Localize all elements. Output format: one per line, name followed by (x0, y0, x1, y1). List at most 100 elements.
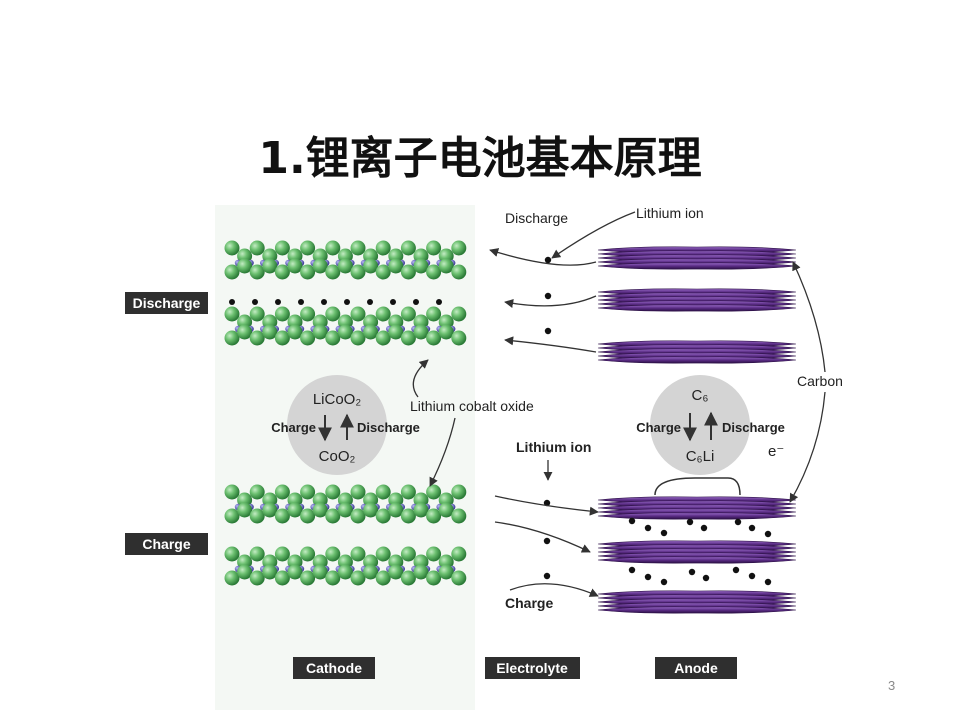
oxygen-sphere (312, 258, 328, 274)
page-number: 3 (888, 678, 896, 693)
oxygen-sphere (300, 264, 316, 280)
oxygen-sphere (451, 484, 467, 500)
carbon-label: Carbon (797, 373, 843, 389)
lithium-ion-dot (688, 568, 696, 576)
oxygen-sphere (237, 564, 253, 580)
oxygen-sphere (400, 240, 416, 256)
lithium-ion-label-mid: Lithium ion (516, 439, 591, 455)
oxygen-sphere (438, 564, 454, 580)
oxygen-sphere (426, 330, 442, 346)
graphite-sheet (597, 356, 797, 364)
lithium-ion-dot (748, 572, 756, 580)
oxygen-sphere (274, 330, 290, 346)
oxygen-sphere (363, 324, 379, 340)
cathode-reaction-circle (287, 375, 387, 475)
lithium-ion-dot (686, 518, 694, 526)
oxygen-sphere (224, 546, 240, 562)
oxygen-sphere (426, 546, 442, 562)
oxygen-sphere (400, 330, 416, 346)
oxygen-sphere (274, 508, 290, 524)
lithium-ion-dot (644, 573, 652, 581)
discharge-arrow-1 (489, 248, 597, 266)
oxygen-sphere (325, 264, 341, 280)
row-label-box-charge (125, 533, 208, 555)
lco-pointer-top (412, 359, 429, 398)
lithium-cobalt-oxide-label: Lithium cobalt oxide (410, 398, 534, 414)
oxygen-sphere (400, 306, 416, 322)
oxygen-sphere (388, 258, 404, 274)
oxygen-sphere (413, 502, 429, 518)
oxygen-sphere (249, 484, 265, 500)
oxygen-sphere (312, 502, 328, 518)
lithium-ion-dot (436, 299, 442, 305)
oxygen-sphere (375, 484, 391, 500)
oxygen-sphere (337, 502, 353, 518)
oxygen-sphere (388, 324, 404, 340)
electrolyte-ion (544, 256, 552, 264)
lithium-ion-dot (748, 524, 756, 532)
oxygen-sphere (300, 306, 316, 322)
lithium-ion-dot (344, 299, 350, 305)
carbon-pointer-top (792, 261, 826, 373)
oxygen-sphere (224, 508, 240, 524)
graphite-sheet (597, 304, 797, 312)
electrolyte-ion (543, 572, 551, 580)
column-label-box-cathode (293, 657, 375, 679)
oxygen-sphere (224, 240, 240, 256)
oxygen-sphere (426, 240, 442, 256)
oxygen-sphere (426, 306, 442, 322)
oxygen-sphere (375, 264, 391, 280)
lithium-ion-dot (660, 529, 668, 537)
cathode-discharge-label: Discharge (357, 420, 420, 435)
oxygen-sphere (350, 484, 366, 500)
oxygen-sphere (350, 570, 366, 586)
column-label-anode: Anode (674, 660, 718, 676)
oxygen-sphere (325, 484, 341, 500)
oxygen-sphere (249, 264, 265, 280)
lithium-ion-label-top: Lithium ion (636, 205, 704, 221)
oxygen-sphere (249, 240, 265, 256)
oxygen-sphere (400, 546, 416, 562)
oxygen-sphere (300, 508, 316, 524)
oxygen-sphere (350, 306, 366, 322)
oxygen-sphere (375, 306, 391, 322)
oxygen-sphere (300, 484, 316, 500)
oxygen-sphere (237, 258, 253, 274)
lco-pointer-bottom (429, 417, 456, 487)
oxygen-sphere (300, 240, 316, 256)
oxygen-sphere (249, 306, 265, 322)
oxygen-sphere (388, 502, 404, 518)
oxygen-sphere (451, 508, 467, 524)
electron-bridge (654, 477, 741, 496)
row-label-charge: Charge (142, 536, 190, 552)
oxygen-sphere (438, 258, 454, 274)
lithium-ion-dot (275, 299, 281, 305)
oxygen-sphere (337, 564, 353, 580)
lithium-ion-dot (764, 578, 772, 586)
charge-arrow-3 (509, 583, 599, 597)
anode-discharge-label: Discharge (722, 420, 785, 435)
lithium-ion-dot (628, 517, 636, 525)
graphite-sheet (597, 262, 797, 270)
lithium-ion-dot (413, 299, 419, 305)
oxygen-sphere (274, 240, 290, 256)
oxygen-sphere (300, 330, 316, 346)
electrolyte-ion (543, 499, 551, 507)
oxygen-sphere (350, 508, 366, 524)
anode-lithium-ions (628, 517, 772, 586)
oxygen-sphere (350, 240, 366, 256)
oxygen-sphere (325, 508, 341, 524)
oxygen-sphere (337, 324, 353, 340)
oxygen-sphere (262, 258, 278, 274)
oxygen-sphere (325, 240, 341, 256)
oxygen-sphere (224, 330, 240, 346)
graphite-stacks (597, 246, 797, 614)
oxygen-sphere (262, 502, 278, 518)
oxygen-sphere (375, 508, 391, 524)
lithium-ion-dot (229, 299, 235, 305)
electrolyte-ion (544, 327, 552, 335)
cathode-reaction-top: LiCoO₂ (313, 391, 362, 408)
electrolyte-ion (544, 292, 552, 300)
electron-label: e⁻ (768, 443, 784, 460)
